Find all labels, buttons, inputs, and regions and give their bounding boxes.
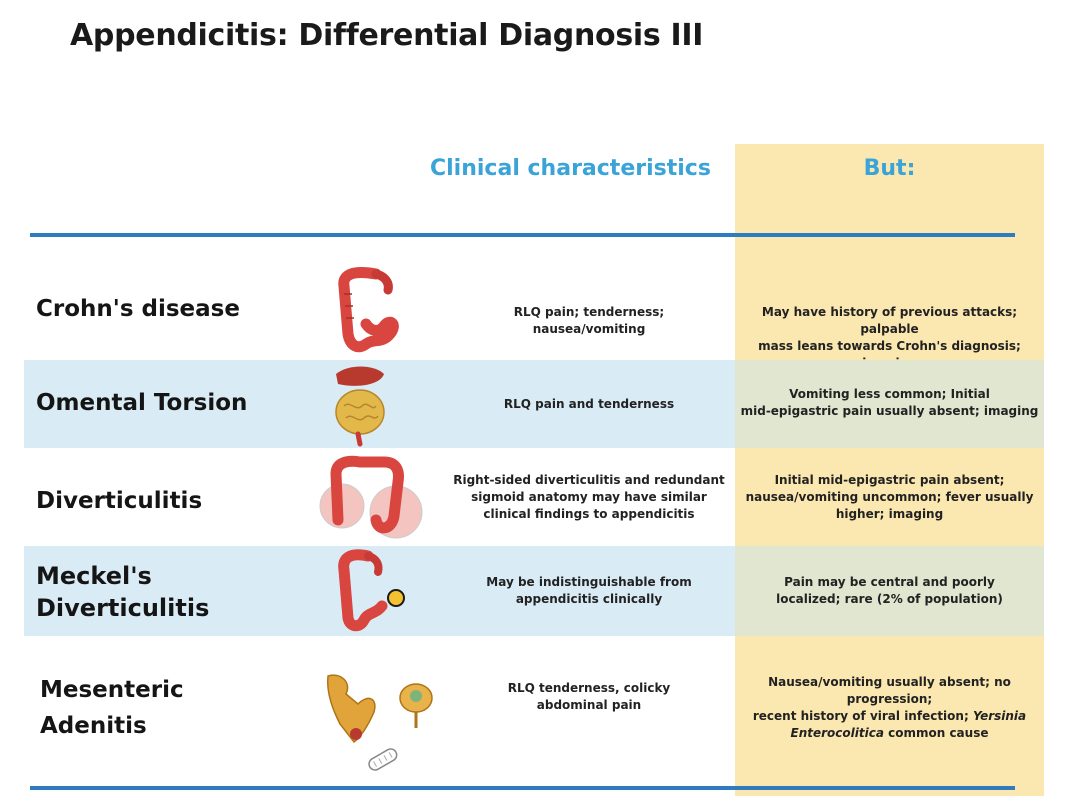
lymph-node-icon <box>326 674 433 771</box>
clinical-line: RLQ tenderness, colicky <box>507 681 671 695</box>
but-line: Nausea/vomiting usually absent; no progr… <box>768 675 1011 706</box>
but-line: Pain may be central and poorly <box>784 575 995 589</box>
but-text: Pain may be central and poorly localized… <box>735 574 1044 608</box>
row-name: Crohn's disease <box>36 296 240 322</box>
but-line-part: common cause <box>883 726 989 740</box>
but-cell: Vomiting less common; Initial mid-epigas… <box>735 360 1044 448</box>
clinical-line: abdominal pain <box>536 698 642 712</box>
clinical-line: sigmoid anatomy may have similar <box>471 490 707 504</box>
row-name-line: Diverticulitis <box>36 594 210 622</box>
clinical-text: RLQ tenderness, colicky abdominal pain <box>444 680 734 714</box>
but-text: Vomiting less common; Initial mid-epigas… <box>735 386 1044 420</box>
clinical-text: RLQ pain and tenderness <box>444 396 734 413</box>
but-text: May have history of previous attacks; pa… <box>735 304 1044 372</box>
but-text: Nausea/vomiting usually absent; no progr… <box>735 674 1044 742</box>
row-name: Omental Torsion <box>36 390 248 416</box>
clinical-line: RLQ pain and tenderness <box>503 397 675 411</box>
but-line: Vomiting less common; Initial <box>789 387 990 401</box>
clinical-text: Right-sided diverticulitis and redundant… <box>444 472 734 523</box>
but-line-italic: Enterocolitica <box>790 726 884 740</box>
clinical-line: Right-sided diverticulitis and redundant <box>453 473 725 487</box>
row-name: Diverticulitis <box>36 488 203 514</box>
omentum-icon <box>335 366 385 447</box>
row-name-line: Adenitis <box>40 713 147 739</box>
bottom-divider <box>30 786 1015 790</box>
page-title: Appendicitis: Differential Diagnosis III <box>70 18 704 53</box>
clinical-line: May be indistinguishable from <box>486 575 692 589</box>
clinical-line: appendicitis clinically <box>515 592 663 606</box>
header-clinical-characteristics: Clinical characteristics <box>430 156 711 181</box>
row-name-line: Meckel's <box>36 562 152 590</box>
but-cell: Pain may be central and poorly localized… <box>735 546 1044 636</box>
clinical-text: RLQ pain; tenderness; nausea/vomiting <box>444 304 734 338</box>
row-crohns-disease: Crohn's disease RLQ pain; tenderness; na… <box>24 262 1044 370</box>
but-text: Initial mid-epigastric pain absent; naus… <box>735 472 1044 523</box>
row-mesenteric-adenitis: Mesenteric Adenitis RLQ tenderness, coli… <box>24 650 1044 780</box>
row-meckels-diverticulitis: Meckel's Diverticulitis May be indisting… <box>24 546 1044 636</box>
but-cell: May have history of previous attacks; pa… <box>735 262 1044 370</box>
but-line: Initial mid-epigastric pain absent; <box>774 473 1005 487</box>
but-line-italic: Yersinia <box>972 709 1027 723</box>
row-name: Mesenteric Adenitis <box>40 672 184 744</box>
row-name-line: Mesenteric <box>40 677 184 703</box>
colon-icon <box>338 267 399 353</box>
clinical-line: RLQ pain; tenderness; <box>513 305 665 319</box>
but-line: nausea/vomiting uncommon; fever usually <box>745 490 1034 504</box>
meckel-colon-icon <box>338 549 405 632</box>
row-name: Meckel's Diverticulitis <box>36 560 209 624</box>
row-omental-torsion: Omental Torsion RLQ pain and tenderness … <box>24 360 1044 448</box>
but-line-part: recent history of viral infection; <box>752 709 973 723</box>
clinical-text: May be indistinguishable from appendicit… <box>444 574 734 608</box>
clinical-line: clinical findings to appendicitis <box>483 507 695 521</box>
but-line: May have history of previous attacks; pa… <box>761 305 1018 336</box>
but-line: Enterocolitica common cause <box>735 725 1044 742</box>
but-line: recent history of viral infection; Yersi… <box>735 708 1044 725</box>
but-line: higher; imaging <box>835 507 944 521</box>
but-line: mid-epigastric pain usually absent; imag… <box>740 404 1039 418</box>
but-line: localized; rare (2% of population) <box>776 592 1003 606</box>
inflamed-colon-icon <box>319 455 423 539</box>
header-but: But: <box>863 156 916 181</box>
but-column-background <box>735 144 1044 796</box>
but-cell: Initial mid-epigastric pain absent; naus… <box>735 448 1044 544</box>
row-diverticulitis: Diverticulitis Right-sided diverticuliti… <box>24 448 1044 544</box>
but-cell: Nausea/vomiting usually absent; no progr… <box>735 650 1044 780</box>
top-divider <box>30 233 1015 237</box>
clinical-line: nausea/vomiting <box>532 322 646 336</box>
